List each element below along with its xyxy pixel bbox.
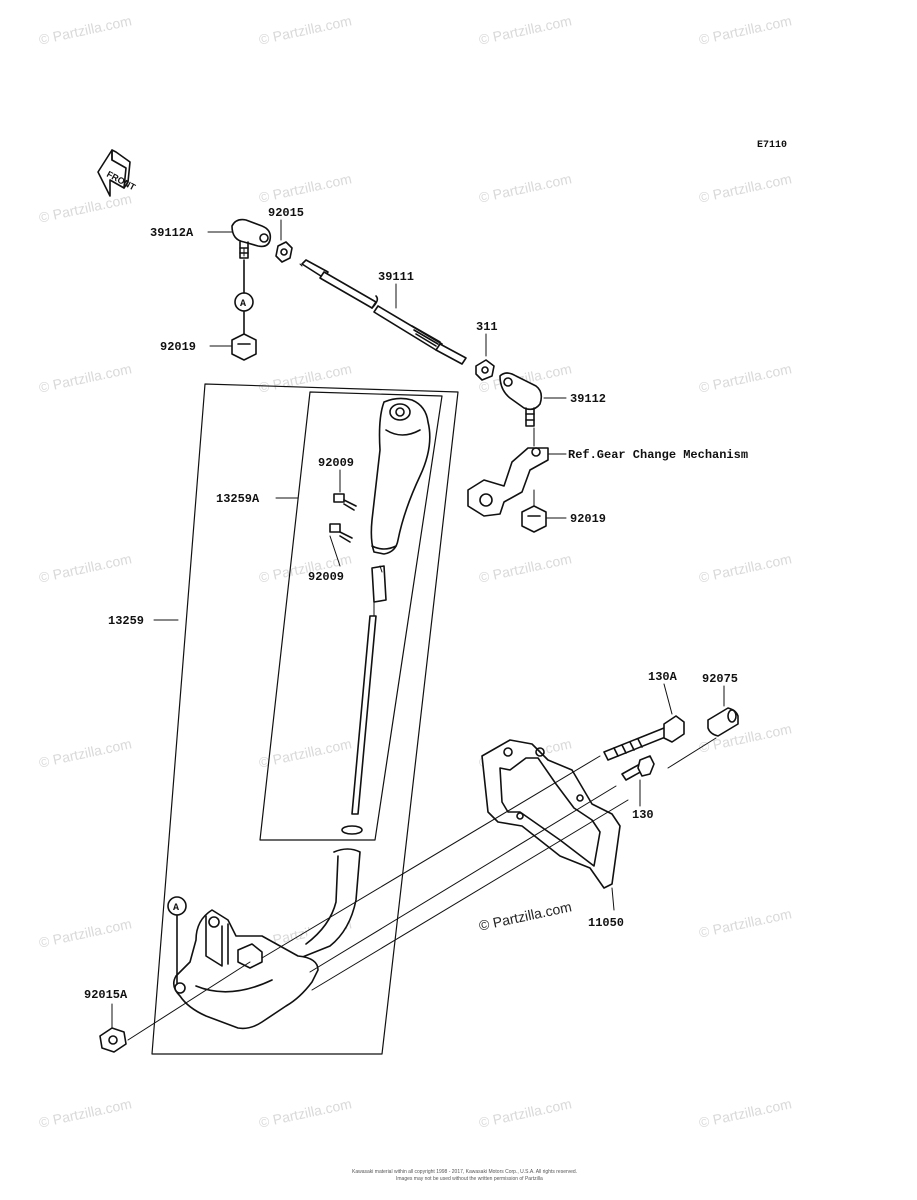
part-label-92075: 92075 (702, 672, 738, 686)
nut-92019-right (521, 505, 547, 533)
screw-92009-top (333, 493, 357, 511)
part-label-130A: 130A (648, 670, 678, 684)
part-label-92015A: 92015A (84, 988, 128, 1002)
o-ring (341, 825, 363, 835)
marker-a-top-label: A (240, 299, 246, 310)
part-label-13259: 13259 (108, 614, 144, 628)
gear-change-arm (467, 447, 549, 517)
part-label-39112A: 39112A (150, 226, 194, 240)
part-label-92009-top: 92009 (318, 456, 354, 470)
screw-92009-bottom (329, 523, 353, 543)
bolt-130A (603, 715, 685, 761)
tie-rod-end-39112 (499, 372, 543, 427)
collar-92075 (707, 707, 739, 737)
marker-a-bottom-label: A (173, 903, 179, 914)
ref-note: Ref.Gear Change Mechanism (568, 448, 748, 462)
part-label-39111: 39111 (378, 270, 414, 284)
assembly-frame-13259 (151, 383, 459, 1055)
alignment-lines (127, 247, 717, 1041)
diagram-code: E7110 (757, 140, 787, 151)
part-label-311: 311 (476, 320, 498, 334)
part-label-11050: 11050 (588, 916, 624, 930)
bracket-11050 (481, 739, 621, 889)
part-label-130: 130 (632, 808, 654, 822)
assembly-frame-13259A (259, 391, 443, 841)
nut-92015A (99, 1027, 127, 1053)
leader-lines (111, 219, 725, 1029)
part-label-39112: 39112 (570, 392, 606, 406)
nut-92019-left (231, 333, 257, 361)
part-label-92019-right: 92019 (570, 512, 606, 526)
marker-a-top (234, 259, 254, 335)
nut-311 (475, 359, 495, 381)
bolt-130 (621, 755, 655, 781)
footer-line-1: Kawasaki material within all copyright 1… (352, 1169, 578, 1175)
footer-line-2: Images may not be used without the writt… (396, 1176, 543, 1182)
sleeve (371, 565, 387, 603)
shift-rod (351, 615, 377, 815)
part-label-92015: 92015 (268, 206, 304, 220)
shift-knob (370, 397, 431, 555)
tie-rod-end-39112A (231, 218, 272, 259)
nut-92015 (275, 241, 293, 263)
marker-a-bottom (167, 896, 187, 985)
rod-39111 (301, 259, 467, 365)
front-arrow-icon: FRONT (97, 149, 138, 197)
part-label-13259A: 13259A (216, 492, 260, 506)
shift-lever-base (172, 848, 361, 1030)
part-label-92009-bottom: 92009 (308, 570, 344, 584)
part-label-92019-left: 92019 (160, 340, 196, 354)
